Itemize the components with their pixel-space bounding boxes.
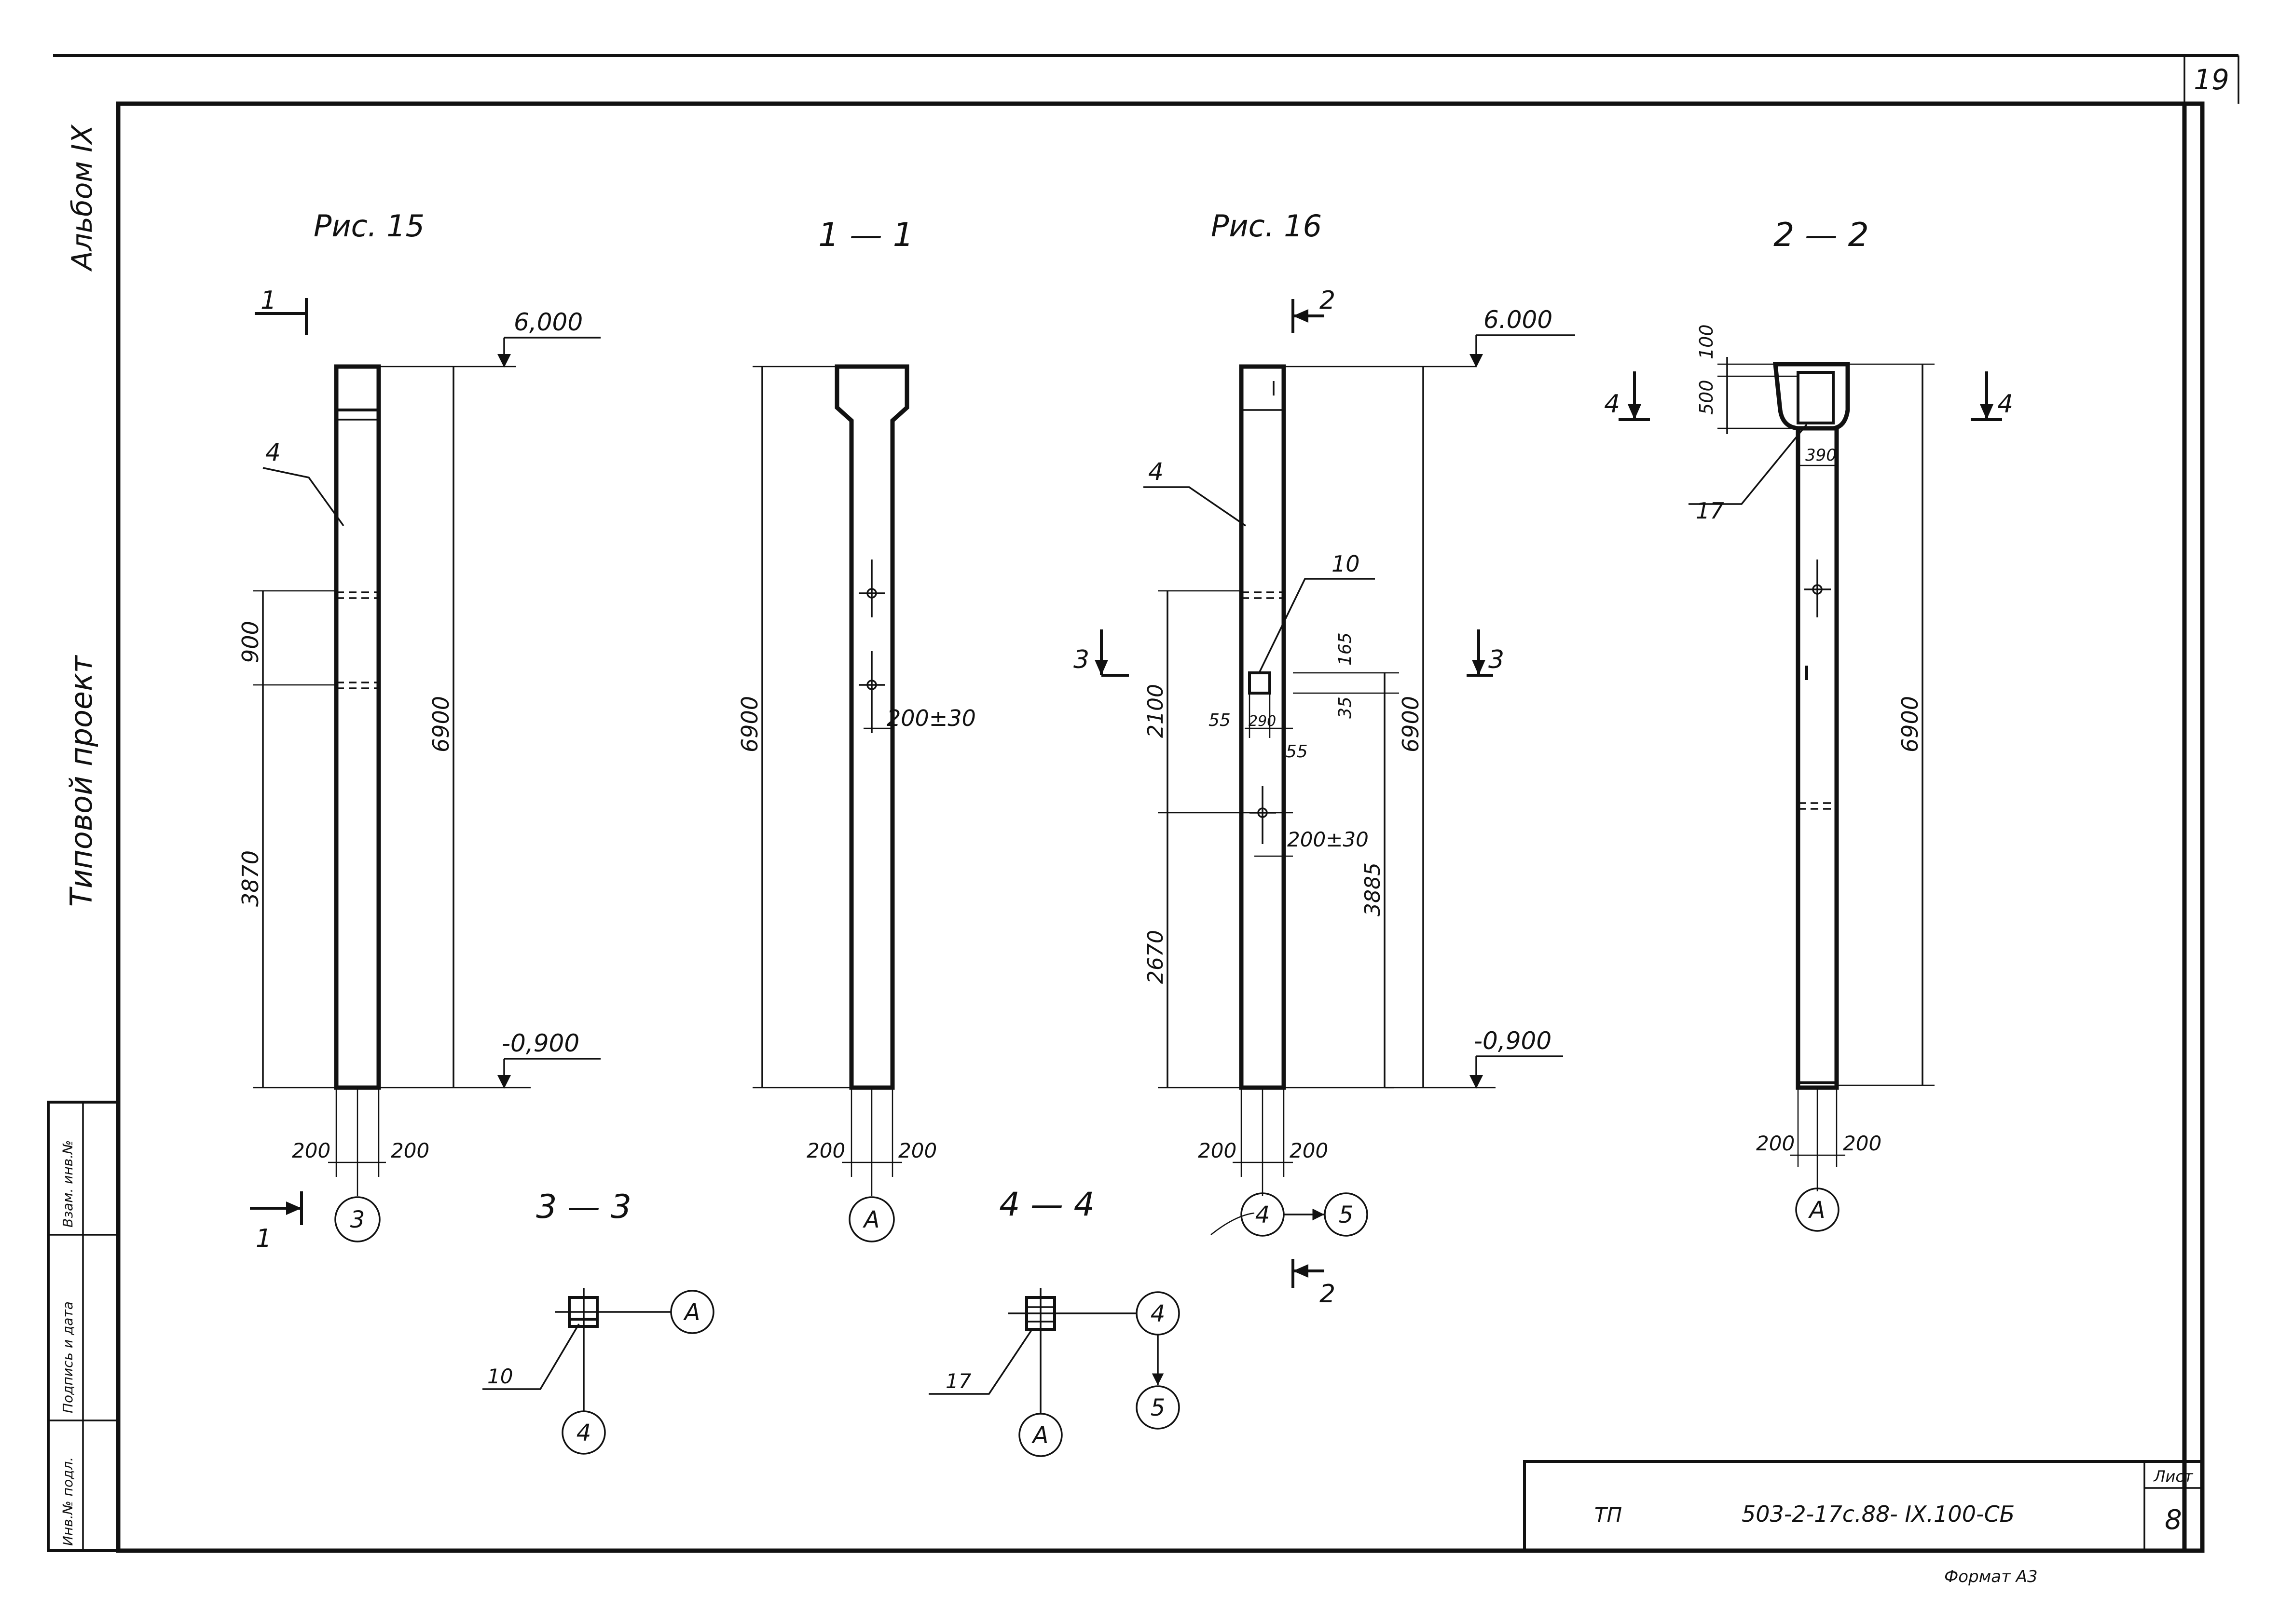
- sec44-axis-a: А: [1031, 1422, 1049, 1449]
- sec44-axis-4: 4: [1151, 1300, 1166, 1327]
- title-block-sheet-label: Лист: [2153, 1467, 2193, 1486]
- sheet-frame: [53, 54, 2239, 1553]
- fig16-dim-200-left: 200: [1198, 1139, 1236, 1162]
- title-block-sheet-number: 8: [2165, 1504, 2182, 1536]
- stamp-column-replace: Взам. инв.№: [60, 1140, 76, 1228]
- sec22-dim-6900: 6900: [1897, 696, 1923, 752]
- sec44-part-number: 17: [946, 1369, 972, 1393]
- section-4-4: 4 — 4 4 5 А 17: [929, 1186, 1180, 1457]
- fig16-dim-55-left: 55: [1208, 710, 1231, 730]
- sec33-axis-4: 4: [577, 1419, 591, 1447]
- title-block-code: 503-2-17с.88- IX.100-СБ: [1742, 1501, 2015, 1527]
- fig15-axis-label: 3: [350, 1206, 365, 1233]
- sec22-column-body: [1796, 426, 1839, 1090]
- sec22-title: 2 — 2: [1773, 216, 1869, 254]
- fig16-dim-290: 290: [1249, 713, 1276, 730]
- fig16-dim-35: 35: [1335, 696, 1355, 719]
- fig15-dim-900: 900: [237, 621, 263, 663]
- sec33-part-number: 10: [487, 1365, 513, 1388]
- fig16-section-mark-2-bottom: 2: [1319, 1280, 1335, 1309]
- fig15-section-mark-bottom: 1: [256, 1224, 272, 1253]
- sec33-axis-a: А: [683, 1299, 700, 1326]
- fig15-dim-200-left: 200: [292, 1139, 330, 1162]
- stamp-column-inv: Инв.№ подл.: [60, 1457, 76, 1546]
- fig16-dim-55-right: 55: [1286, 742, 1308, 762]
- section-3-3: 3 — 3 А 4 10: [482, 1188, 714, 1455]
- fig15-bottom-elevation: -0,900: [502, 1029, 579, 1057]
- fig16-embed-plate: [1248, 671, 1271, 695]
- fig16-dim-2670: 2670: [1143, 930, 1168, 984]
- sec22-section-mark-right: 4: [1997, 390, 2013, 419]
- sec22-axis-label: А: [1808, 1197, 1826, 1224]
- sec11-dim-200-30: 200±30: [887, 705, 976, 731]
- fig16-axis-5: 5: [1339, 1201, 1354, 1228]
- fig16-embed-number: 10: [1332, 551, 1360, 577]
- fig16-dim-6900: 6900: [1398, 696, 1424, 752]
- fig16-part-number: 4: [1148, 458, 1164, 486]
- fig16-dim-2100: 2100: [1143, 684, 1168, 738]
- figure-15: Рис. 15 1 900 3870 6900 6,000 -0,900: [237, 208, 601, 1253]
- sec22-dim-100: 100: [1696, 324, 1717, 359]
- fig15-section-mark-top: 1: [261, 286, 276, 315]
- sec22-part-number: 17: [1696, 498, 1724, 524]
- sec44-axis-5: 5: [1151, 1394, 1166, 1421]
- fig16-section-mark-2-top: 2: [1319, 286, 1335, 315]
- sec22-dim-200-left: 200: [1756, 1132, 1795, 1155]
- sec22-section-mark-left: 4: [1604, 390, 1620, 419]
- sec11-axis-label: А: [863, 1206, 880, 1233]
- fig15-part-number: 4: [265, 438, 281, 466]
- format-label: Формат А3: [1944, 1567, 2038, 1586]
- sec44-title: 4 — 4: [999, 1186, 1095, 1224]
- page-number: 19: [2194, 63, 2229, 96]
- sec11-dim-200-right: 200: [898, 1139, 937, 1162]
- fig15-dim-3870: 3870: [237, 850, 263, 907]
- figure-16: Рис. 16 2 4 10 2100 2670 165: [1073, 208, 1575, 1309]
- fig16-bottom-elevation: -0,900: [1474, 1027, 1551, 1055]
- fig16-title: Рис. 16: [1211, 208, 1322, 244]
- project-type-label: Типовой проект: [64, 655, 99, 907]
- title-block: [1523, 1460, 2204, 1552]
- sec11-dim-6900: 6900: [737, 696, 763, 752]
- stamp-column-signature: Подпись и дата: [60, 1301, 76, 1413]
- fig15-top-elevation: 6,000: [514, 308, 583, 336]
- fig16-axis-4: 4: [1255, 1201, 1270, 1228]
- sec22-dim-390: 390: [1805, 446, 1837, 465]
- fig15-dim-6900: 6900: [428, 696, 454, 752]
- album-label: Альбом IX: [66, 124, 98, 272]
- sec33-title: 3 — 3: [536, 1188, 632, 1226]
- fig16-top-elevation: 6.000: [1483, 306, 1552, 334]
- fig15-dim-200-right: 200: [391, 1139, 429, 1162]
- title-block-prefix: ТП: [1594, 1503, 1622, 1527]
- fig16-dim-200-right: 200: [1290, 1139, 1328, 1162]
- fig16-dim-200-30: 200±30: [1287, 828, 1369, 851]
- section-2-2: 2 — 2 100 500 390 17 4 4: [1604, 216, 2013, 1232]
- fig15-column-body: [334, 364, 381, 1090]
- fig15-title: Рис. 15: [314, 208, 425, 244]
- section-1-1: 1 — 1 200±30 6900 200 200 А: [737, 216, 976, 1242]
- left-stamp: [47, 1101, 120, 1552]
- fig16-section-mark-3-left: 3: [1073, 645, 1089, 674]
- sec22-dim-500: 500: [1696, 380, 1717, 415]
- fig16-dim-3885: 3885: [1360, 862, 1385, 916]
- fig16-dim-165: 165: [1335, 632, 1355, 666]
- sec22-dim-200-right: 200: [1843, 1132, 1881, 1155]
- sec11-dim-200-left: 200: [807, 1139, 845, 1162]
- fig16-section-mark-3-right: 3: [1488, 645, 1504, 674]
- sec11-title: 1 — 1: [818, 216, 914, 254]
